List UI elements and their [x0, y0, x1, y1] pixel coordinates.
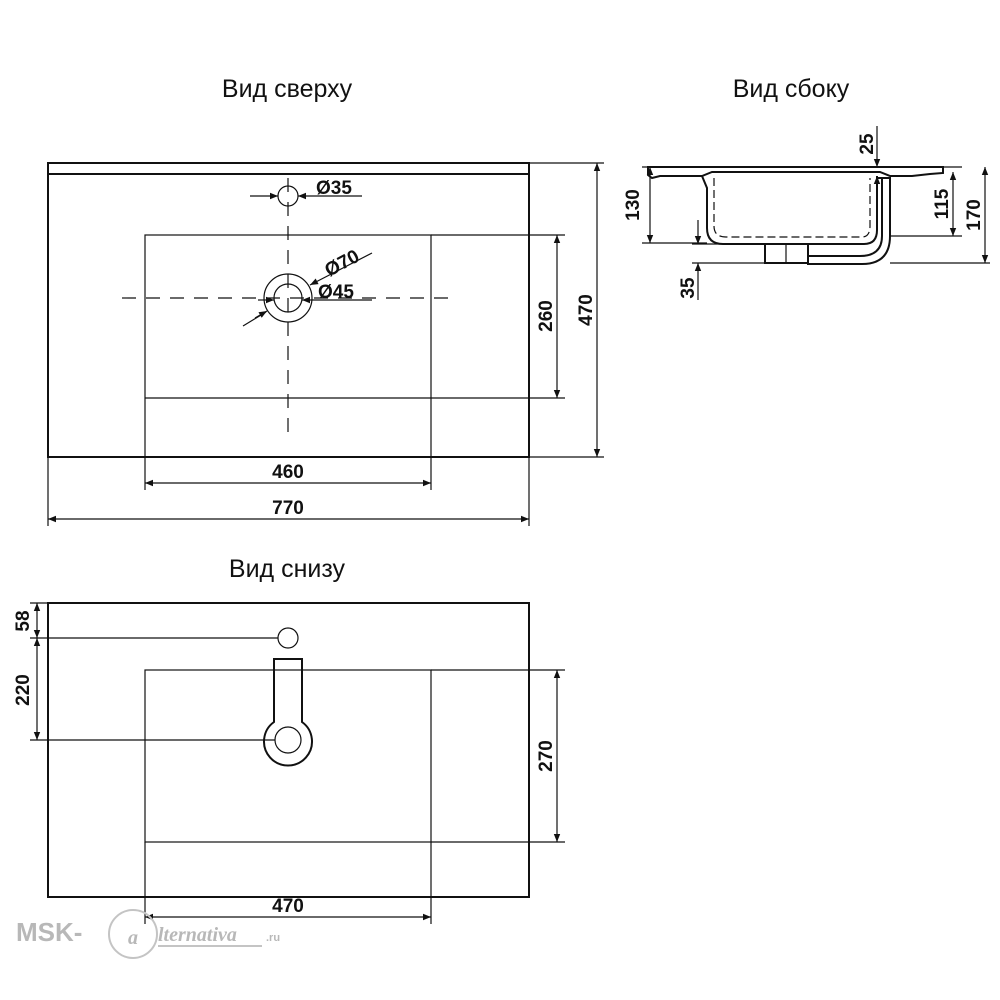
side-view-overflow	[807, 177, 891, 265]
dim-drain-inner: Ø45	[318, 282, 354, 303]
top-view-drain-outer	[263, 273, 313, 323]
dim-faucet-hole: Ø35	[316, 178, 352, 199]
bottom-view-drain-channel	[263, 658, 313, 767]
dim-bowl-width: 460	[272, 462, 304, 483]
watermark-suffix: .ru	[266, 932, 280, 944]
dim-bottom-bowl-width: 470	[272, 896, 304, 917]
side-view-title: Вид сбоку	[733, 75, 850, 103]
bottom-view-outline	[47, 602, 530, 898]
dim-drain-height: 35	[678, 277, 699, 299]
watermark-logo: MSK- a lternativa .ru	[16, 909, 280, 959]
dim-bottom-bowl-depth: 270	[536, 740, 557, 772]
dim-bowl-height: 130	[623, 189, 644, 221]
dim-drain-outer: Ø70	[321, 246, 363, 281]
dim-rim: 25	[857, 133, 878, 155]
drain-outer-arrow-b	[309, 252, 373, 286]
bottom-view: Вид снизу 58 220 270 470	[13, 555, 565, 924]
side-view-bowl-inner	[713, 178, 871, 238]
bottom-view-title: Вид снизу	[229, 555, 346, 583]
top-view: Вид сверху Ø35 Ø70 Ø45 460	[47, 75, 604, 526]
dim-overflow-height: 115	[932, 188, 953, 219]
dim-bowl-depth: 260	[536, 300, 557, 332]
bottom-view-faucet-hole	[277, 627, 299, 649]
watermark-right: lternativa	[158, 924, 237, 946]
dim-faucet-offset: 58	[13, 610, 34, 631]
dim-total-depth: 470	[576, 294, 597, 326]
watermark-mark: a	[128, 927, 138, 949]
bottom-view-bowl	[144, 669, 432, 843]
side-view-bowl-outer	[701, 175, 878, 245]
drain-outer-arrow-a	[254, 310, 268, 319]
dim-total-height: 170	[964, 199, 985, 231]
dim-drain-offset: 220	[13, 674, 34, 706]
top-view-title: Вид сверху	[222, 75, 353, 103]
side-view-top-slab	[647, 166, 944, 180]
watermark-circle	[108, 909, 158, 959]
watermark-left: MSK-	[16, 917, 82, 947]
side-view: Вид сбоку 130 35 25 115	[623, 75, 990, 300]
bottom-view-drain-inner	[274, 726, 302, 754]
dim-total-width: 770	[272, 498, 304, 519]
